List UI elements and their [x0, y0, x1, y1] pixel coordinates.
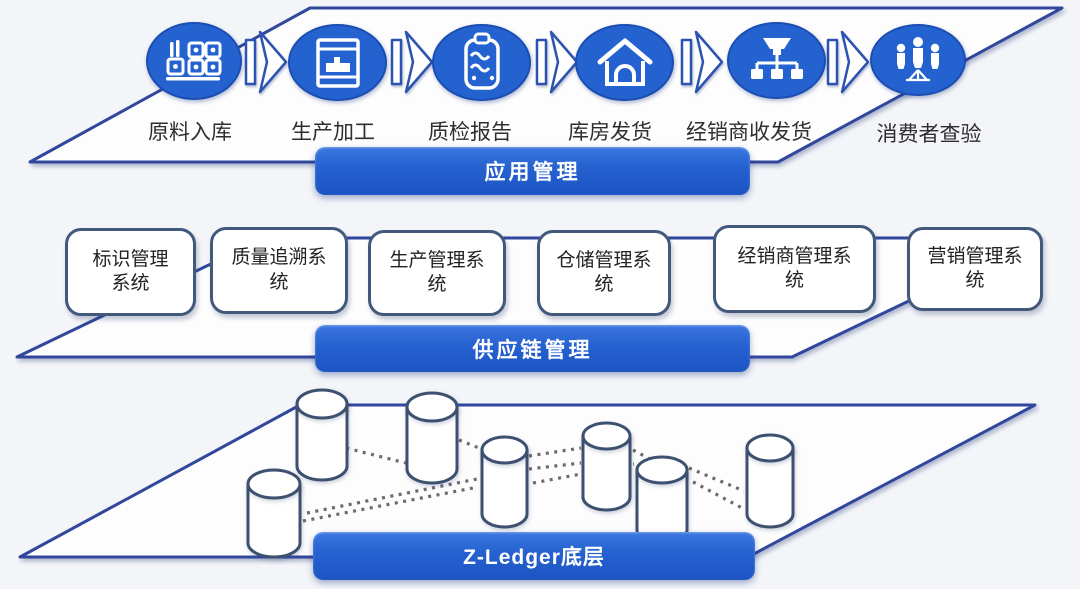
system-box-marketing: 营销管理系 统 [907, 227, 1043, 311]
system-box-warehouse: 仓储管理系 统 [537, 230, 671, 316]
system-box-line: 质量追溯系 [231, 247, 327, 269]
banner-label: 供应链管理 [472, 338, 593, 362]
step-label: 原料入库 [148, 121, 232, 144]
system-box-line: 营销管理系 [927, 245, 1023, 267]
system-box-line: 标识管理 [92, 248, 169, 270]
ledger-layer-banner: Z-Ledger底层 [313, 532, 755, 580]
database-cylinder [405, 391, 459, 485]
database-cylinder [581, 421, 632, 512]
system-box-line: 统 [965, 270, 985, 291]
supply-chain-management-banner: 供应链管理 [315, 325, 750, 372]
step-label: 经销商收发货 [686, 121, 812, 144]
system-box-line: 系统 [111, 273, 150, 294]
system-box-production: 生产管理系 统 [368, 230, 506, 316]
distributor-logistics-icon [727, 22, 826, 99]
warehouse-shipping-icon [575, 24, 674, 101]
application-management-banner: 应用管理 [315, 147, 750, 195]
step-label: 生产加工 [291, 121, 375, 144]
system-box-line: 仓储管理系 [556, 249, 652, 271]
system-box-identification: 标识管理 系统 [65, 228, 196, 316]
system-box-quality-trace: 质量追溯系 统 [210, 227, 348, 314]
production-processing-icon [288, 24, 387, 101]
system-box-line: 统 [594, 274, 614, 295]
database-cylinder [480, 435, 529, 529]
database-cylinder [745, 433, 795, 529]
consumer-check-icon [870, 24, 966, 96]
system-box-line: 统 [427, 274, 447, 295]
system-box-distributor: 经销商管理系 统 [713, 225, 876, 313]
system-box-line: 统 [784, 270, 804, 291]
step-label: 质检报告 [428, 121, 512, 144]
database-cylinder [295, 388, 349, 482]
step-label: 库房发货 [568, 121, 652, 144]
quality-report-icon [432, 24, 531, 101]
banner-label: 应用管理 [484, 161, 581, 184]
database-cylinder [635, 455, 689, 545]
system-box-line: 统 [269, 271, 289, 293]
ledger-nodes [246, 388, 795, 559]
system-box-line: 生产管理系 [389, 249, 485, 271]
system-box-line: 经销商管理系 [737, 245, 852, 267]
banner-label: Z-Ledger底层 [463, 546, 605, 569]
raw-material-storage-icon [146, 22, 242, 100]
step-label: 消费者查验 [876, 123, 982, 146]
database-cylinder [246, 468, 302, 559]
